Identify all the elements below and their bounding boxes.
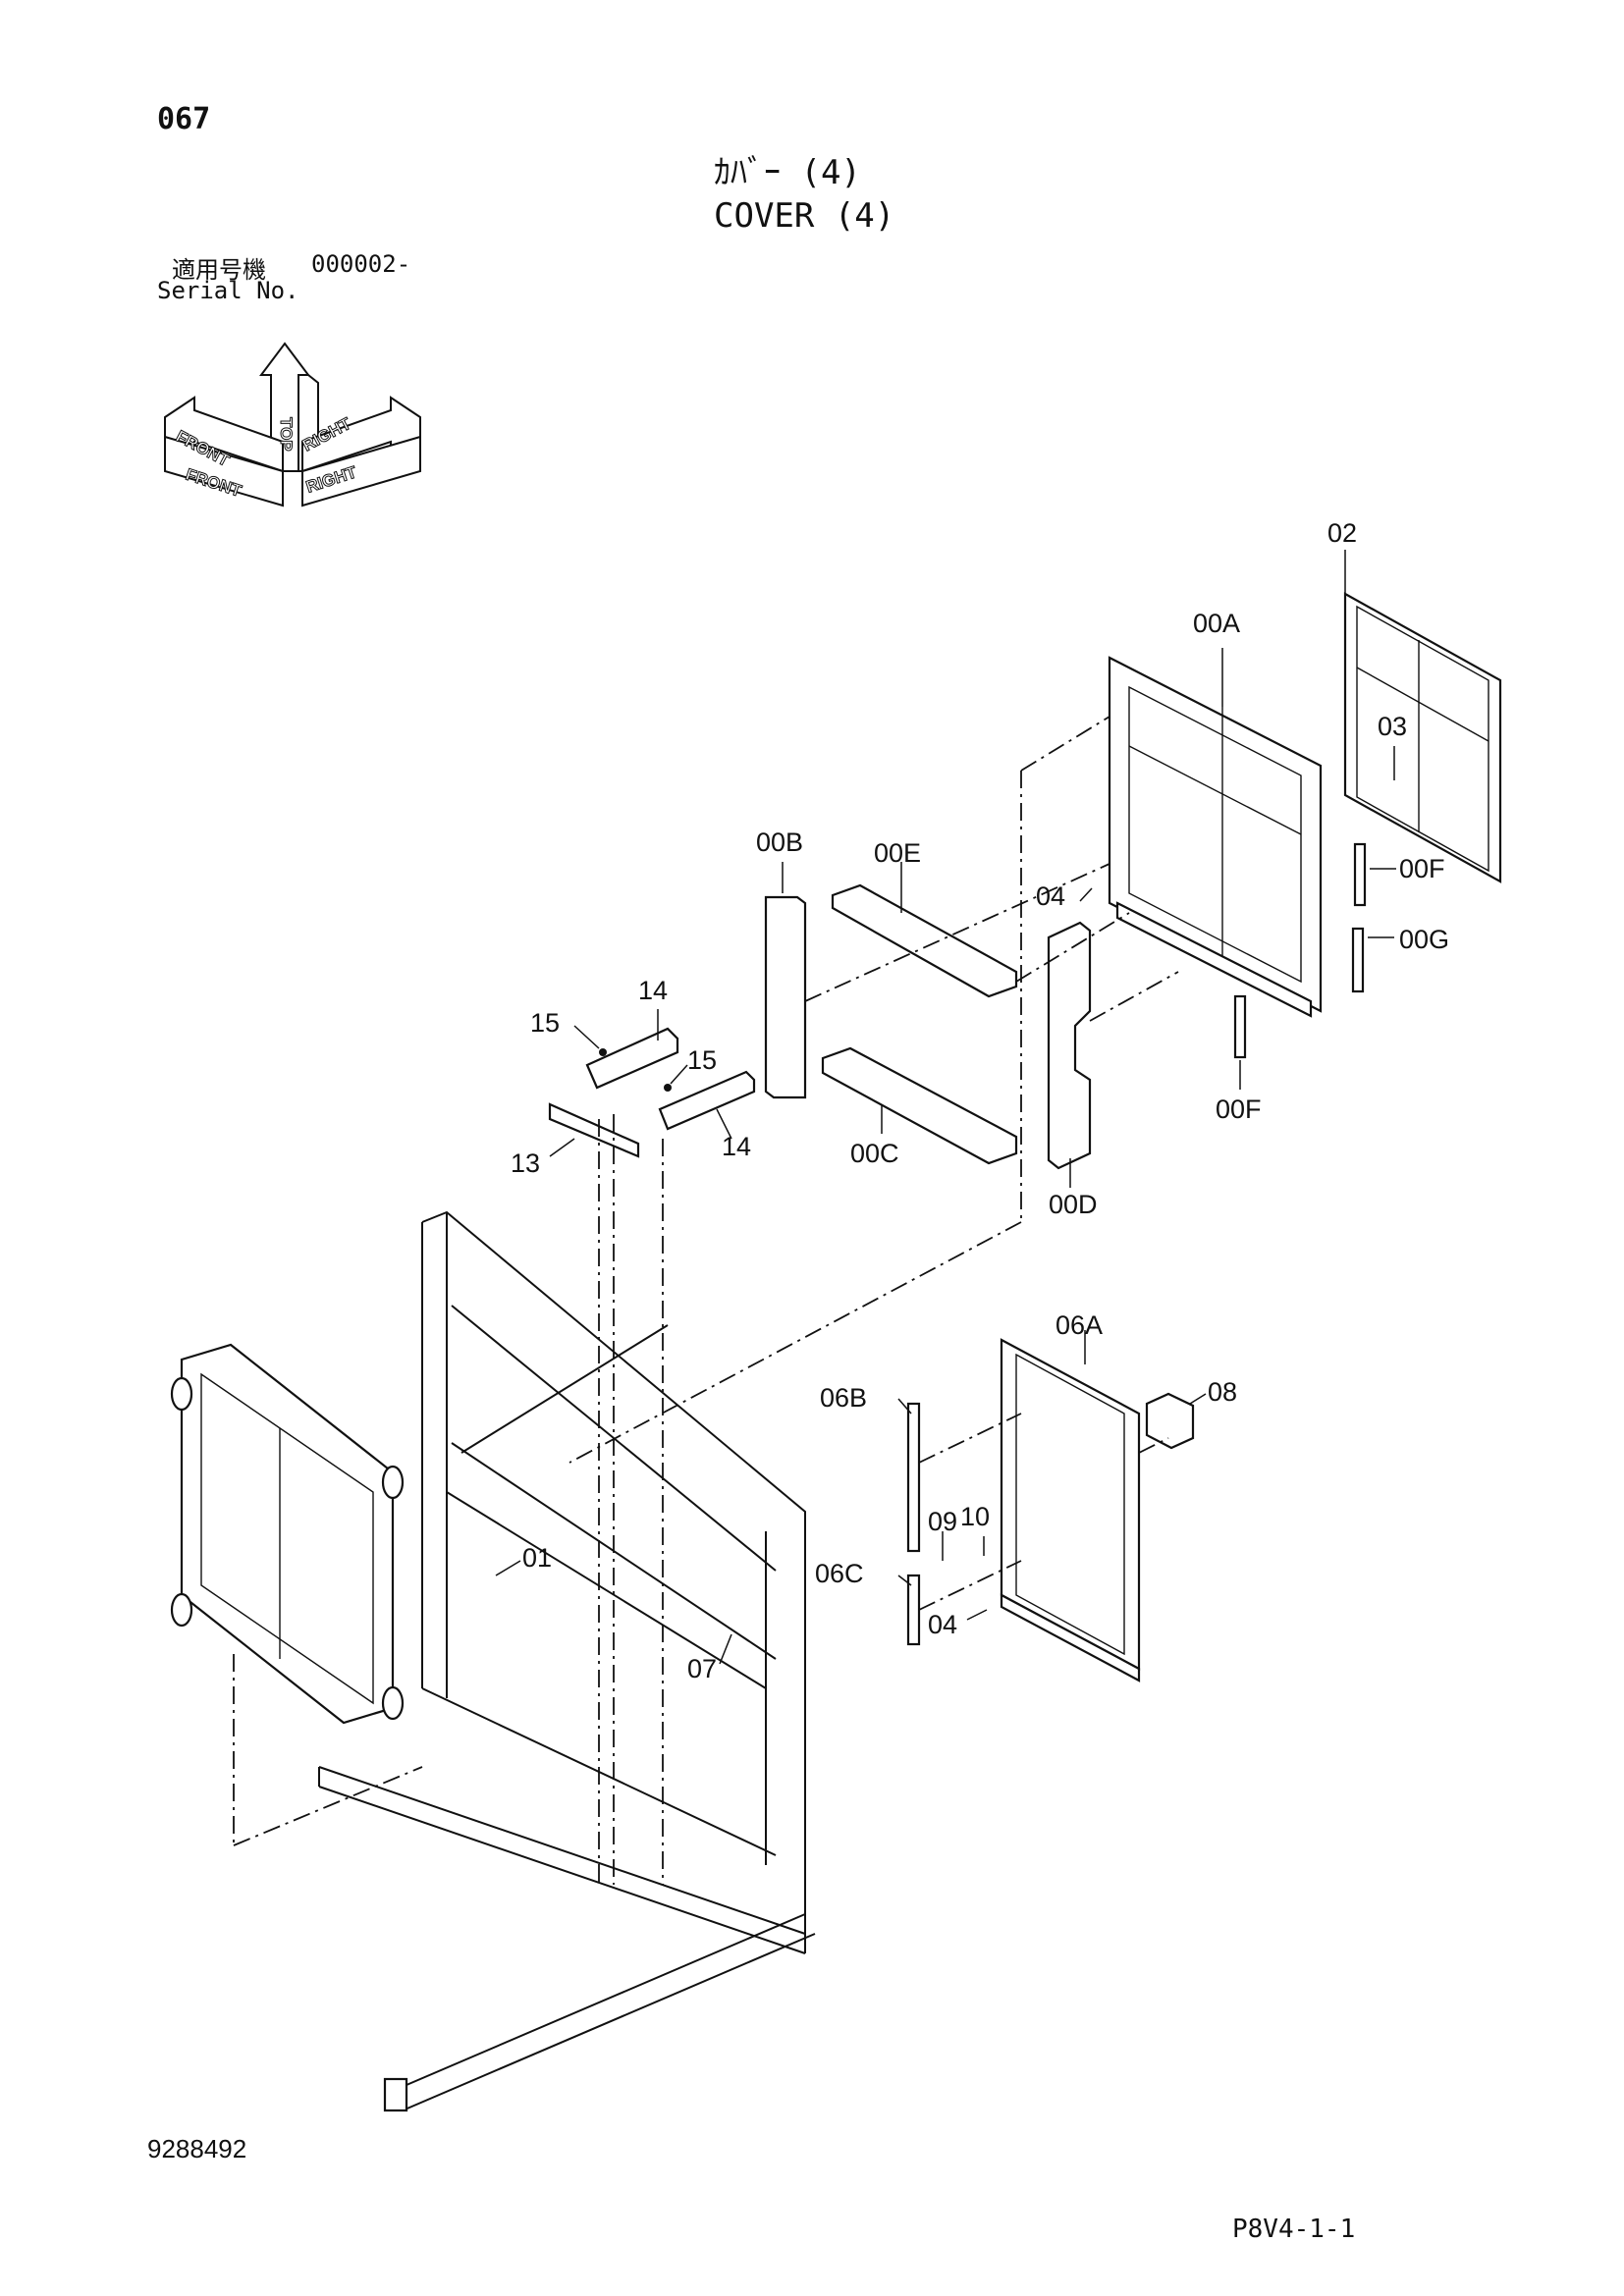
serial-label-japanese: 適用号機 — [172, 256, 266, 284]
part-02-screen-panel — [1343, 592, 1502, 883]
callout-06A: 06A — [1056, 1310, 1104, 1340]
drawing-number: 9288492 — [147, 2134, 247, 2163]
callout-14-lower: 14 — [722, 1132, 752, 1161]
callout-00B: 00B — [756, 828, 804, 857]
leader-lines — [495, 550, 1396, 1665]
callout-00A: 00A — [1193, 609, 1241, 638]
callout-04-upper: 04 — [1036, 881, 1066, 911]
part-15-bolt-b — [664, 1084, 672, 1092]
assembly-lines — [233, 716, 1179, 1885]
part-14-bracket-upper — [585, 1027, 679, 1090]
part-15-bolt-a — [599, 1048, 607, 1056]
part-radiator — [170, 1343, 405, 1725]
serial-label-english: Serial No. — [157, 277, 299, 304]
callout-00F-lower: 00F — [1216, 1095, 1262, 1124]
orient-top-label: TOP — [277, 417, 296, 452]
part-06A-side-panel — [1000, 1338, 1141, 1682]
page-code: P8V4-1-1 — [1232, 2215, 1356, 2244]
callout-15-right: 15 — [687, 1045, 718, 1075]
serial-value: 000002- — [311, 250, 411, 278]
part-00E-seal — [831, 883, 1018, 998]
callout-00E: 00E — [874, 838, 922, 868]
callout-03: 03 — [1378, 712, 1408, 741]
part-08-block — [1145, 1392, 1195, 1450]
part-14-bracket-lower — [658, 1070, 756, 1131]
callout-04-lower: 04 — [928, 1610, 958, 1639]
callout-06B: 06B — [820, 1383, 868, 1413]
part-00G-pad — [1351, 927, 1365, 993]
title-japanese: ｶﾊﾞｰ (4) — [714, 153, 861, 192]
callout-14-upper: 14 — [638, 976, 669, 1005]
part-06C-pad — [906, 1574, 921, 1646]
callout-02: 02 — [1327, 518, 1358, 548]
part-00A-main-panel — [1108, 656, 1323, 1018]
callout-00G: 00G — [1399, 925, 1450, 954]
callout-08: 08 — [1208, 1377, 1238, 1407]
callout-00C: 00C — [850, 1139, 899, 1168]
part-00C-seal — [821, 1046, 1018, 1165]
callout-15-left: 15 — [530, 1008, 561, 1038]
callout-00F-upper: 00F — [1399, 854, 1445, 883]
callout-10: 10 — [960, 1502, 991, 1531]
part-00B-seal — [764, 895, 807, 1099]
callout-06C: 06C — [815, 1559, 864, 1588]
orientation-indicator: FRONT FRONT TOP RIGHT RIGHT — [164, 342, 421, 507]
title-english: COVER (4) — [714, 196, 895, 236]
part-00F-pad-upper — [1353, 842, 1367, 907]
part-00F-pad-lower — [1233, 994, 1247, 1059]
page-number: 067 — [157, 102, 211, 136]
callout-01: 01 — [522, 1543, 553, 1573]
part-00D-seal — [1047, 921, 1092, 1170]
callout-07: 07 — [687, 1654, 718, 1683]
callout-09: 09 — [928, 1507, 958, 1536]
callout-00D: 00D — [1049, 1190, 1098, 1219]
part-13-bracket — [548, 1102, 640, 1158]
callout-13: 13 — [511, 1148, 541, 1178]
part-06B-pad — [906, 1402, 921, 1553]
